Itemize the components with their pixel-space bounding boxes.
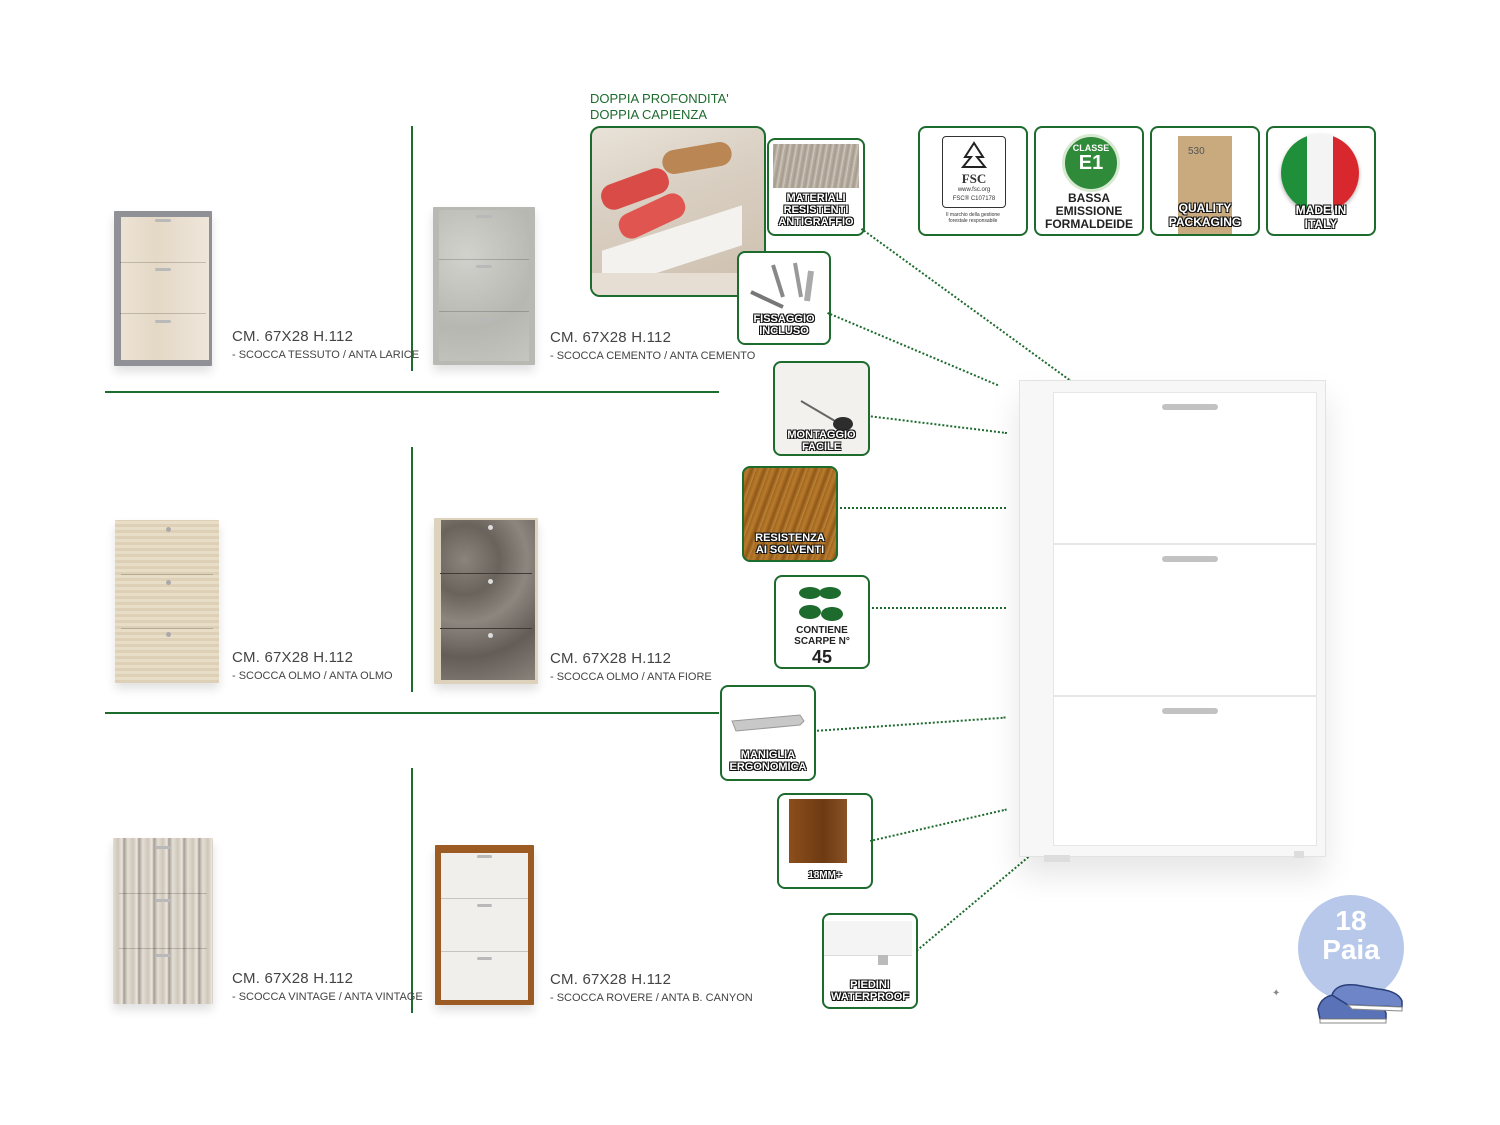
badge-materiali-antigraffio: MATERIALI RESISTENTI ANTIGRAFFIO bbox=[767, 138, 865, 236]
main-cabinet[interactable] bbox=[1019, 380, 1326, 857]
product-finish: - SCOCCA TESSUTO / ANTA LARICE bbox=[232, 349, 420, 361]
handle-icon bbox=[731, 714, 805, 732]
connector-line bbox=[870, 808, 1007, 842]
badge-fissaggio: FISSAGGIO INCLUSO bbox=[737, 251, 831, 345]
cabinet-door-middle[interactable] bbox=[1053, 544, 1317, 696]
cert-e1: CLASSE E1 BASSA EMISSIONE FORMALDEIDE bbox=[1034, 126, 1144, 236]
capacity-unit: Paia bbox=[1322, 934, 1380, 965]
cabinet-front bbox=[121, 217, 209, 360]
badge-label: SCARPE N° bbox=[794, 636, 850, 647]
cert-quality-packaging: 530 QUALITY PACKAGING bbox=[1150, 126, 1260, 236]
product-finish: - SCOCCA ROVERE / ANTA B. CANYON bbox=[550, 992, 753, 1004]
product-thumb-cemento[interactable] bbox=[433, 207, 535, 365]
product-size: CM. 67X28 H.112 bbox=[550, 329, 672, 346]
badge-contiene-scarpe: CONTIENE SCARPE N° 45 bbox=[774, 575, 870, 669]
capacity-title: DOPPIA CAPIENZA bbox=[590, 107, 708, 122]
badge-label: MATERIALI bbox=[786, 192, 846, 204]
cabinet-door-bottom[interactable] bbox=[1053, 696, 1317, 846]
product-size: CM. 67X28 H.112 bbox=[550, 971, 672, 988]
cabinet-foot bbox=[1044, 855, 1070, 862]
badge-label: ANTIGRAFFIO bbox=[778, 216, 854, 228]
badge-label: PIEDINI bbox=[850, 979, 890, 991]
badge-label: RESISTENTI bbox=[783, 204, 849, 216]
screws-icon bbox=[750, 262, 814, 309]
divider-vertical-2 bbox=[411, 447, 413, 692]
divider-vertical-3 bbox=[411, 768, 413, 1013]
capacity-badge: 18 Paia bbox=[1298, 895, 1404, 1001]
italy-flag-icon bbox=[1281, 134, 1359, 212]
connector-line bbox=[868, 607, 1006, 609]
badge-label: MANIGLIA bbox=[740, 749, 796, 761]
cert-fsc: FSC www.fsc.org FSC® C107178 Il marchio … bbox=[918, 126, 1028, 236]
badge-label: WATERPROOF bbox=[830, 991, 909, 1003]
product-size: CM. 67X28 H.112 bbox=[232, 970, 354, 987]
divider-horizontal-2 bbox=[105, 712, 719, 714]
badge-spessore: 18MM+ bbox=[777, 793, 873, 889]
badge-label: FISSAGGIO bbox=[753, 313, 815, 325]
small-mark: ✦ bbox=[1272, 988, 1281, 999]
thickness-label: 18MM+ bbox=[808, 870, 842, 881]
product-thumb-rovere-canyon[interactable] bbox=[435, 845, 534, 1005]
badge-montaggio-facile: MONTAGGIO FACILE bbox=[773, 361, 870, 456]
product-finish: - SCOCCA CEMENTO / ANTA CEMENTO bbox=[550, 350, 756, 362]
connector-line bbox=[860, 228, 1073, 383]
badge-label: CONTIENE bbox=[796, 625, 848, 636]
handle-icon bbox=[1162, 404, 1218, 410]
divider-horizontal-1 bbox=[105, 391, 719, 393]
connector-line bbox=[836, 507, 1006, 509]
product-thumb-tessuto-larice[interactable] bbox=[114, 211, 212, 366]
product-thumb-vintage[interactable] bbox=[113, 838, 213, 1004]
handle-icon bbox=[155, 218, 171, 222]
badge-label: INCLUSO bbox=[759, 325, 809, 337]
footprints-icon bbox=[799, 587, 843, 621]
fsc-tree-icon bbox=[960, 141, 988, 168]
product-thumb-olmo-fiore[interactable] bbox=[434, 518, 538, 684]
shoe-count: 45 bbox=[811, 647, 833, 667]
connector-line bbox=[867, 415, 1007, 435]
badge-label: ERGONOMICA bbox=[729, 761, 807, 773]
cabinet-door-top[interactable] bbox=[1053, 392, 1317, 544]
badge-label: FACILE bbox=[801, 441, 842, 453]
badge-label: AI SOLVENTI bbox=[755, 544, 825, 556]
badge-resistenza-solventi: RESISTENZA AI SOLVENTI bbox=[742, 466, 838, 562]
badge-label: MONTAGGIO bbox=[787, 429, 856, 441]
e1-seal: CLASSE E1 bbox=[1062, 134, 1120, 192]
packaging-box: 530 bbox=[1178, 136, 1232, 234]
product-size: CM. 67X28 H.112 bbox=[232, 328, 354, 345]
screwdriver-icon bbox=[800, 400, 853, 431]
product-finish: - SCOCCA OLMO / ANTA OLMO bbox=[232, 670, 393, 682]
sneakers-icon bbox=[1317, 983, 1403, 1024]
badge-maniglia-ergonomica: MANIGLIA ERGONOMICA bbox=[720, 685, 816, 781]
badge-label: RESISTENZA bbox=[755, 532, 825, 544]
cert-made-in-italy: MADE IN ITALY bbox=[1266, 126, 1376, 236]
product-size: CM. 67X28 H.112 bbox=[550, 650, 672, 667]
depth-title: DOPPIA PROFONDITA' bbox=[590, 91, 729, 106]
connector-line bbox=[916, 853, 1033, 952]
product-size: CM. 67X28 H.112 bbox=[232, 649, 354, 666]
fsc-logo-text: FSC bbox=[961, 171, 987, 186]
divider-vertical-1 bbox=[411, 126, 413, 371]
product-finish: - SCOCCA VINTAGE / ANTA VINTAGE bbox=[232, 991, 423, 1003]
double-depth-photo bbox=[590, 126, 766, 297]
badge-piedini-waterproof: PIEDINI WATERPROOF bbox=[822, 913, 918, 1009]
capacity-number: 18 bbox=[1335, 905, 1367, 936]
product-finish: - SCOCCA OLMO / ANTA FIORE bbox=[550, 671, 712, 683]
cabinet-foot bbox=[1294, 851, 1304, 858]
connector-line bbox=[814, 716, 1006, 732]
product-thumb-olmo-olmo[interactable] bbox=[115, 520, 219, 683]
